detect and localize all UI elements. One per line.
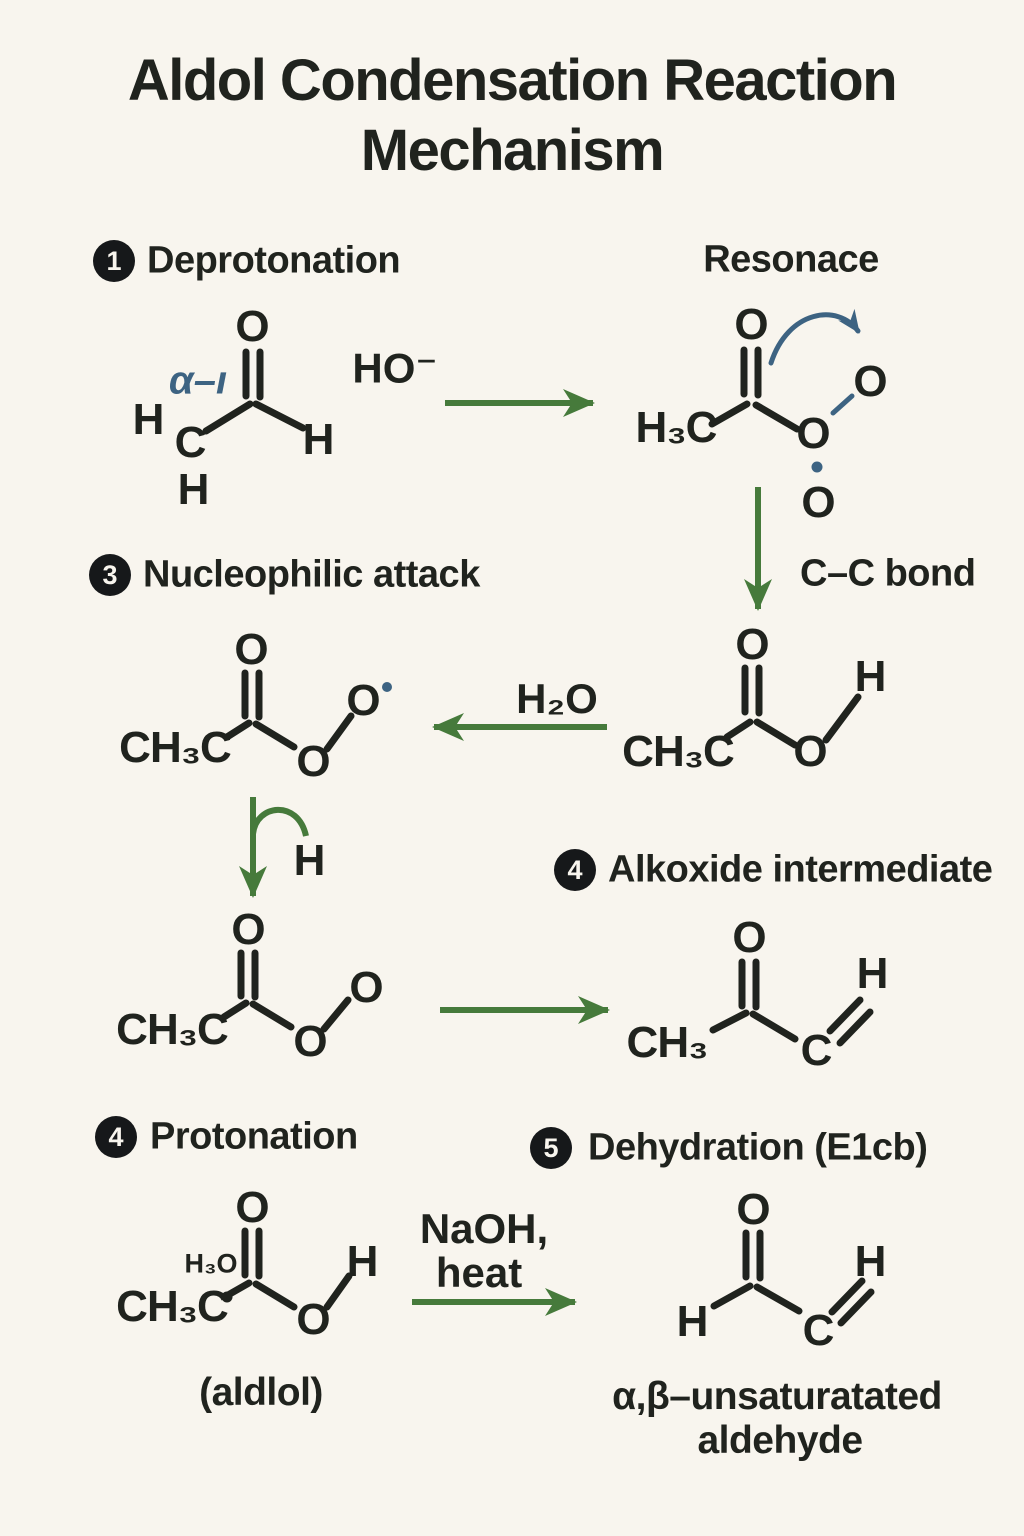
atom-o: O	[736, 1185, 770, 1234]
step-badge-4b: 4	[95, 1116, 137, 1158]
step-badge-5: 5	[530, 1127, 572, 1169]
atom-c: C	[802, 1306, 835, 1355]
bond-line	[252, 400, 307, 432]
atom-h3o-small: H₃O	[184, 1248, 238, 1279]
step-badge-4: 4	[554, 849, 596, 891]
atom-o: O	[234, 625, 268, 674]
atom-h: H	[856, 949, 889, 998]
product-caption-line2: aldehyde	[697, 1419, 863, 1462]
step-label-resonance: Resonace	[703, 238, 879, 281]
atom-o: O	[853, 357, 887, 406]
atom-o: O	[793, 727, 827, 776]
electron-push-curved-arrow	[768, 308, 861, 366]
atom-h: H	[177, 465, 210, 514]
atom-o: O	[296, 1295, 330, 1344]
step-badge-1: 1	[93, 240, 135, 282]
alpha-carbon-label: α–ı	[168, 358, 228, 403]
bond-line	[249, 1000, 295, 1031]
bond-line	[252, 1280, 298, 1311]
atom-o: O	[293, 1017, 327, 1066]
atom-o: O	[349, 963, 383, 1012]
atom-o: O	[801, 478, 835, 527]
atom-h: H	[302, 415, 335, 464]
atom-ch3c: CH₃C	[116, 1005, 229, 1054]
proton-hook-curve	[250, 806, 309, 837]
enone-structure	[709, 958, 874, 1047]
step-label-protonation: Protonation	[150, 1115, 358, 1158]
atom-o: O	[231, 905, 265, 954]
bond-line	[709, 1009, 750, 1034]
atom-o: O	[296, 737, 330, 786]
bond-line	[753, 1283, 803, 1315]
radical-dot-blue	[382, 682, 392, 692]
bond-line	[320, 996, 352, 1033]
atom-o: O	[235, 302, 269, 351]
lone-pair-dot	[811, 461, 823, 473]
atom-h: H	[854, 652, 887, 701]
atom-o: O	[732, 913, 766, 962]
atom-o: O	[734, 300, 768, 349]
atom-h: H	[132, 395, 165, 444]
atom-ch3c: CH₃C	[622, 727, 735, 776]
atom-h: H	[854, 1237, 887, 1286]
peroxide-adduct-structure	[220, 949, 352, 1033]
step-label-deprotonation: Deprotonation	[147, 239, 401, 282]
double-bond-line	[837, 1288, 875, 1327]
aldol-structure	[221, 1227, 353, 1311]
atom-o: O	[235, 1183, 269, 1232]
bond-line	[752, 401, 801, 433]
water-reagent: H₂O	[516, 675, 598, 722]
bond-line	[202, 400, 254, 435]
atom-c: C	[174, 418, 207, 467]
hydroxide-reagent: HO⁻	[352, 344, 438, 392]
atom-o: O	[796, 409, 830, 458]
atom-ch3c: CH₃C	[116, 1282, 229, 1331]
aldol-caption: (aldlol)	[199, 1371, 323, 1414]
double-bond-line	[836, 1008, 874, 1047]
step-label-alkoxide: Alkoxide intermediate	[608, 848, 993, 891]
atom-h: H	[676, 1297, 709, 1346]
step-label-nucleophilic: Nucleophilic attack	[143, 553, 480, 596]
heat-condition: heat	[435, 1249, 523, 1296]
bond-line	[710, 1282, 754, 1310]
atom-o: O	[735, 620, 769, 669]
acrolein-structure	[710, 1229, 875, 1327]
product-caption-line1: α,β–unsaturatated	[612, 1375, 942, 1418]
cc-bond-label: C–C bond	[800, 552, 976, 595]
bond-line	[749, 1010, 799, 1043]
atom-o: O	[346, 676, 380, 725]
atom-h3c: H₃C	[635, 403, 718, 452]
partial-bond-blue	[830, 393, 855, 416]
page-title: Aldol Condensation Reaction Mechanism	[127, 48, 898, 183]
bond-line	[224, 1279, 253, 1299]
atom-ch3: CH₃	[626, 1018, 709, 1067]
bond-line	[753, 718, 799, 749]
double-bond-line	[826, 996, 864, 1035]
naoh-reagent: NaOH,	[419, 1205, 549, 1252]
proton-label: H	[293, 836, 326, 885]
step-badge-3: 3	[89, 554, 131, 596]
atom-c: C	[800, 1026, 833, 1075]
atom-h: H	[346, 1237, 379, 1286]
bond-line	[252, 720, 298, 751]
bond-line	[822, 693, 862, 744]
step-label-dehydration: Dehydration (E1cb)	[588, 1126, 928, 1169]
atom-ch3c: CH₃C	[119, 723, 232, 772]
bond-line	[708, 400, 751, 428]
